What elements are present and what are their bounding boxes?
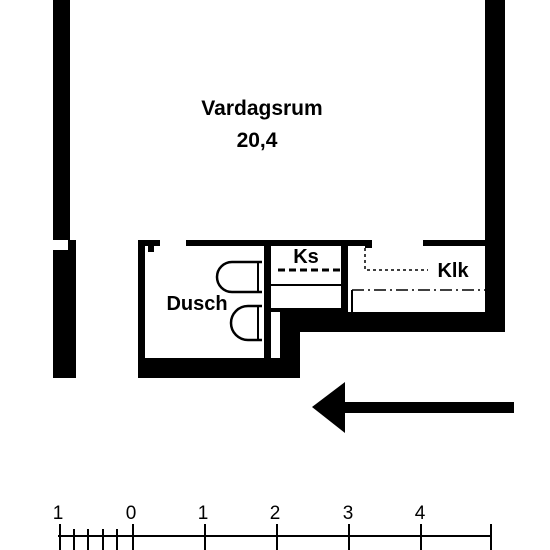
room-name-kitchenette: Klk bbox=[437, 260, 469, 282]
scale-label: 1 bbox=[53, 503, 64, 524]
walls bbox=[53, 0, 505, 378]
wall-closet-divider bbox=[271, 308, 346, 312]
room-name-closet: Ks bbox=[293, 246, 319, 268]
wall-left-notch bbox=[68, 240, 76, 250]
arrow-left-icon bbox=[312, 382, 514, 433]
wall-bath-right bbox=[264, 240, 271, 358]
scale-label: 0 bbox=[126, 503, 137, 524]
room-area-living: 20,4 bbox=[237, 129, 278, 152]
scale-label: 2 bbox=[270, 503, 281, 524]
wall-right bbox=[485, 0, 505, 332]
wall-bottom-left bbox=[138, 358, 300, 378]
wall-bottom-right bbox=[280, 312, 505, 332]
room-name-bathroom: Dusch bbox=[166, 293, 227, 315]
wall-bath-stub bbox=[148, 240, 154, 252]
shower-door-lower bbox=[229, 304, 262, 342]
fixtures bbox=[215, 248, 485, 342]
kitchen-counter-outline bbox=[364, 248, 428, 271]
wall-bath-left bbox=[138, 240, 145, 378]
wall-bath-top-b bbox=[186, 240, 370, 246]
scale-label: 4 bbox=[415, 503, 426, 524]
scale-label: 1 bbox=[198, 503, 209, 524]
shower-door-upper bbox=[215, 260, 262, 294]
scale-bar-ticks bbox=[59, 524, 492, 550]
wall-closet-right bbox=[341, 240, 348, 312]
wall-kitchen-top bbox=[423, 240, 491, 246]
scale-label: 3 bbox=[343, 503, 354, 524]
wall-left-upper bbox=[53, 0, 70, 240]
wall-left-lower bbox=[53, 250, 76, 378]
scale-bar: 1 0 1 2 3 4 bbox=[53, 503, 492, 550]
wall-kitchen-stub bbox=[365, 240, 372, 248]
room-name-living: Vardagsrum bbox=[201, 97, 322, 120]
